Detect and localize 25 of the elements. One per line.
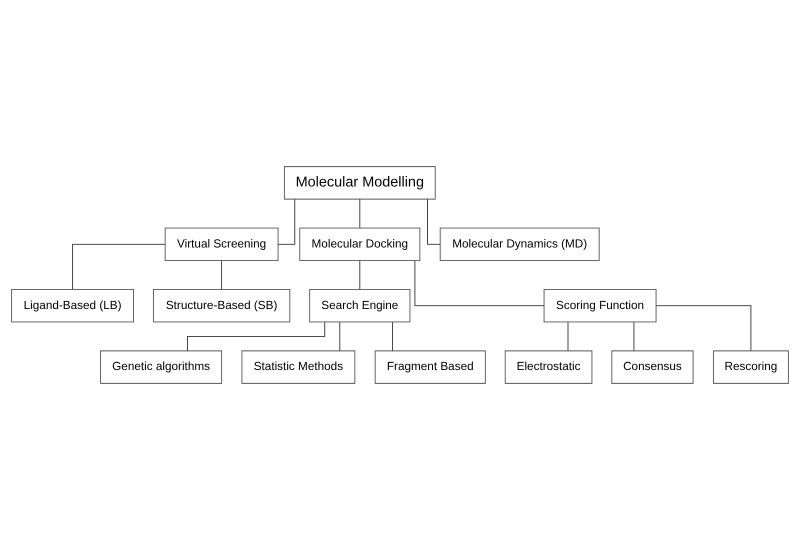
node-box: Rescoring xyxy=(712,350,789,384)
node-box: Molecular Dynamics (MD) xyxy=(440,227,600,260)
node-box: Scoring Function xyxy=(544,288,657,322)
connector xyxy=(221,260,222,290)
connector xyxy=(633,321,634,351)
node-box: Statistic Methods xyxy=(241,350,356,384)
connector xyxy=(187,321,326,351)
connector xyxy=(392,321,393,351)
node-box: Electrostatic xyxy=(504,350,592,384)
node-box: Fragment Based xyxy=(374,350,486,384)
node-box: Molecular Modelling xyxy=(284,166,436,200)
connector xyxy=(656,304,752,351)
node-box: Structure-Based (SB) xyxy=(152,288,290,322)
node-box: Genetic algorithms xyxy=(100,350,222,384)
node-box: Virtual Screening xyxy=(164,227,279,260)
connector xyxy=(339,321,340,351)
node-box: Consensus xyxy=(611,350,694,384)
node-box: Molecular Docking xyxy=(299,227,420,260)
connector xyxy=(359,260,360,290)
connector xyxy=(414,260,544,306)
node-box: Ligand-Based (LB) xyxy=(11,288,134,322)
connector xyxy=(278,198,296,244)
connector xyxy=(359,198,360,228)
node-box: Search Engine xyxy=(309,288,410,322)
connector xyxy=(72,243,166,290)
